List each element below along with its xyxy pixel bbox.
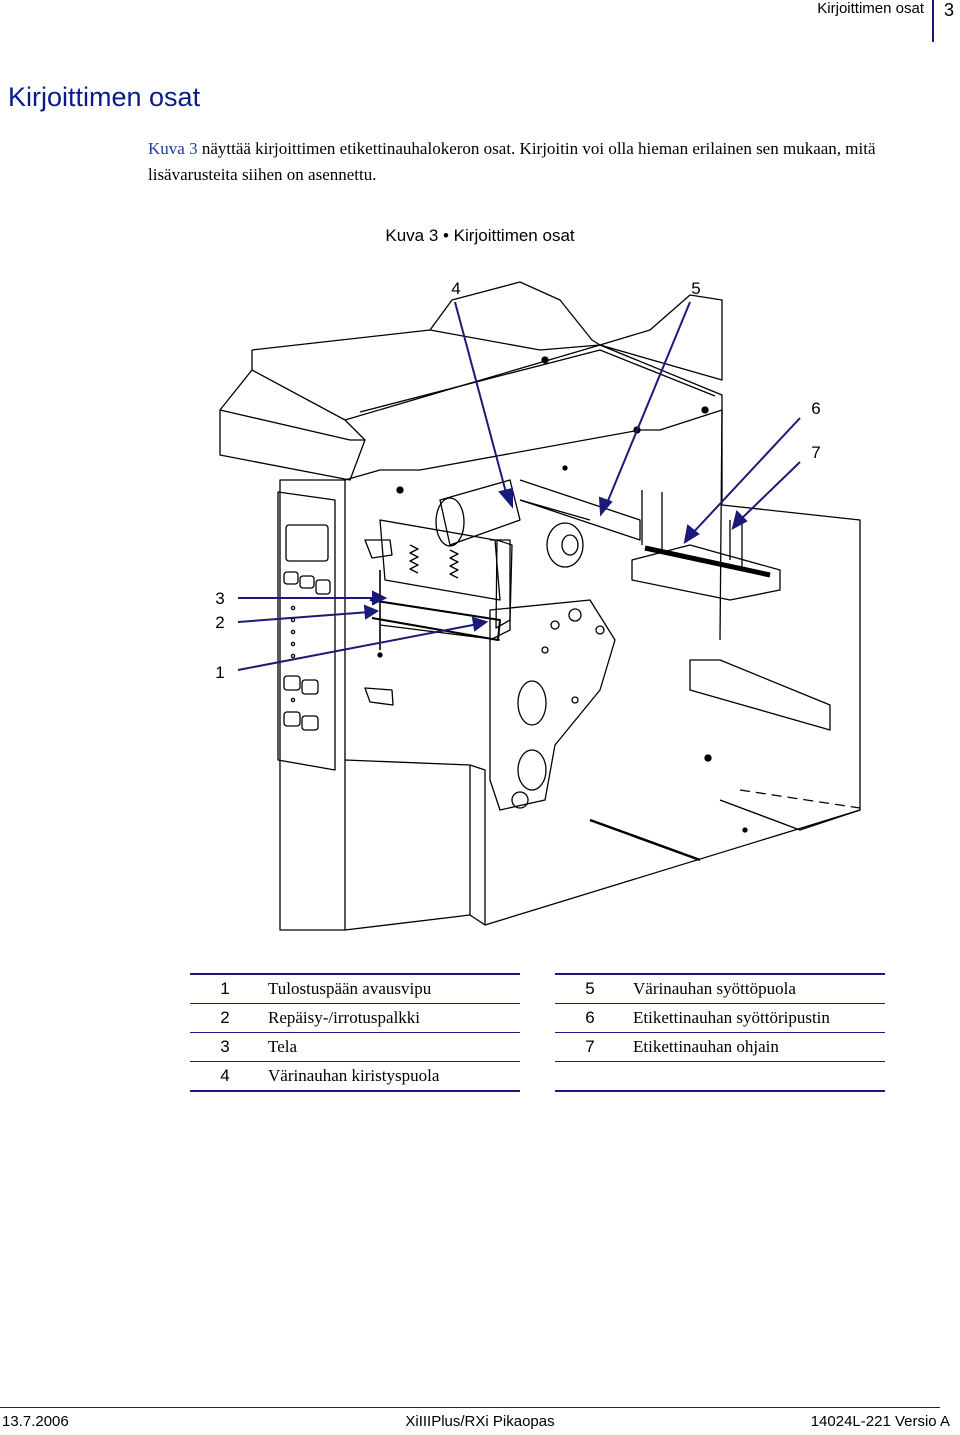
callout-arrowhead-2	[363, 604, 380, 620]
footer-document-version: 14024L-221 Versio A	[810, 1413, 950, 1430]
legend-number: 6	[585, 1008, 595, 1027]
legend-number: 4	[220, 1066, 230, 1085]
callout-label-2: 2	[215, 613, 224, 632]
legend-text: Tela	[268, 1037, 298, 1056]
printer-parts-illustration: 4 5 6 7 3 2 1	[215, 279, 861, 931]
callout-arrowhead-6	[683, 524, 700, 545]
callout-line-6	[689, 417, 801, 537]
callout-label-7: 7	[811, 443, 820, 462]
legend-row: 5 Värinauhan syöttöpuola	[555, 974, 885, 1004]
legend-row: 1 Tulostuspään avausvipu	[190, 974, 520, 1004]
legend-table-left: 1 Tulostuspään avausvipu 2 Repäisy-/irrotu…	[190, 973, 520, 1092]
footer-divider	[0, 1407, 940, 1408]
footer-date: 13.7.2006	[2, 1413, 69, 1430]
legend-row: 4 Värinauhan kiristyspuola	[190, 1062, 520, 1091]
callout-label-5: 5	[691, 279, 700, 298]
legend-row: 6 Etikettinauhan syöttöripustin	[555, 1004, 885, 1033]
legend-text: Värinauhan syöttöpuola	[633, 979, 796, 998]
callout-arrowhead-1	[471, 616, 489, 632]
legend-text	[625, 1062, 885, 1092]
legend-row: 7 Etikettinauhan ohjain	[555, 1033, 885, 1062]
callout-line-1	[237, 623, 479, 671]
figure-caption: Kuva 3 • Kirjoittimen osat	[385, 226, 575, 245]
legend-row: 3 Tela	[190, 1033, 520, 1062]
callout-arrowhead-4	[498, 487, 513, 509]
running-header-title: Kirjoittimen osat	[817, 0, 924, 17]
page-title: Kirjoittimen osat	[8, 82, 201, 112]
callout-line-4	[454, 301, 509, 501]
callout-arrowhead-7	[731, 510, 748, 530]
legend-number: 3	[220, 1037, 230, 1056]
callout-arrowhead-5	[598, 496, 613, 517]
legend-text: Repäisy-/irrotuspalkki	[268, 1008, 421, 1027]
legend-text: Värinauhan kiristyspuola	[268, 1066, 440, 1085]
figure-reference-link[interactable]: Kuva 3	[148, 139, 198, 158]
intro-paragraph: Kuva 3 näyttää kirjoittimen etikettinauh…	[148, 136, 938, 188]
intro-text: näyttää kirjoittimen etikettinauhalokero…	[148, 139, 876, 184]
legend-text: Etikettinauhan ohjain	[633, 1037, 779, 1056]
legend-text: Tulostuspään avausvipu	[268, 979, 432, 998]
callout-line-2	[237, 611, 371, 623]
callout-line-7	[737, 461, 801, 523]
callout-arrowhead-3	[372, 590, 388, 606]
legend-number: 1	[220, 979, 230, 998]
callout-label-3: 3	[215, 589, 224, 608]
running-header-page-number: 3	[943, 0, 954, 20]
legend-row: 2 Repäisy-/irrotuspalkki	[190, 1004, 520, 1033]
callout-line-5	[604, 301, 691, 509]
footer-manual-title: XiIIIPlus/RXi Pikaopas	[405, 1413, 555, 1430]
callout-label-6: 6	[811, 399, 820, 418]
callout-label-1: 1	[215, 663, 224, 682]
legend-number: 7	[585, 1037, 595, 1056]
legend-number	[555, 1062, 625, 1092]
legend-row	[555, 1062, 885, 1092]
header-divider	[932, 0, 934, 42]
legend-number: 5	[585, 979, 595, 998]
legend-text: Etikettinauhan syöttöripustin	[633, 1008, 830, 1027]
callout-label-4: 4	[451, 279, 460, 298]
legend-number: 2	[220, 1008, 230, 1027]
